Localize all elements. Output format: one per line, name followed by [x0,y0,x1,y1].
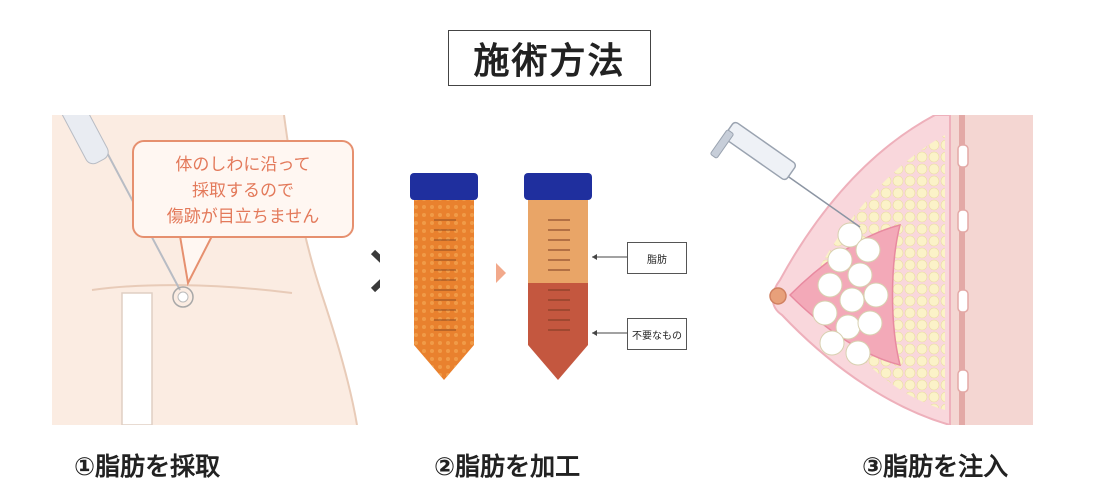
leader-waste-arrow [592,330,597,336]
tube-separated [524,173,627,380]
speech-bubble: 体のしわに沿って 採取するので 傷跡が目立ちません [132,140,354,238]
tube-cap [524,173,592,200]
syringe-icon [710,121,861,228]
bubble-tail [178,235,214,287]
underwear-band [121,292,153,425]
label-fat: 脂肪 [627,242,687,274]
insertion-ring [172,286,194,308]
processing-drawing [410,173,627,380]
injection-drawing [710,115,1033,425]
leader-fat-arrow [592,254,597,260]
ribs [957,144,969,393]
tube-raw-fat [410,173,478,380]
step-1-label: ①脂肪を採取 [74,452,221,481]
skin-crease [91,284,293,294]
step-2-label: ②脂肪を加工 [434,452,581,481]
tube-graduations [548,219,570,331]
arrow-right-icon [496,263,506,283]
injected-fat [812,222,889,366]
processing-illustration: 脂肪 不要なもの [380,115,700,425]
injection-illustration [700,115,1033,425]
cannula-handle [59,115,109,165]
tube-graduations [434,219,456,331]
tube-cap [410,173,478,200]
bubble-line-2: 採取するので [192,181,294,201]
step-3-label: ③脂肪を注入 [862,452,1009,481]
label-waste: 不要なもの [627,318,687,350]
bubble-line-3: 傷跡が目立ちません [166,207,320,227]
harvest-illustration: 体のしわに沿って 採取するので 傷跡が目立ちません [52,115,370,425]
insertion-point [177,291,189,303]
page-title: 施術方法 [448,30,651,86]
bubble-line-1: 体のしわに沿って [175,155,311,175]
nipple [769,287,787,305]
fat-layer [528,200,588,283]
waste-layer [528,283,588,380]
